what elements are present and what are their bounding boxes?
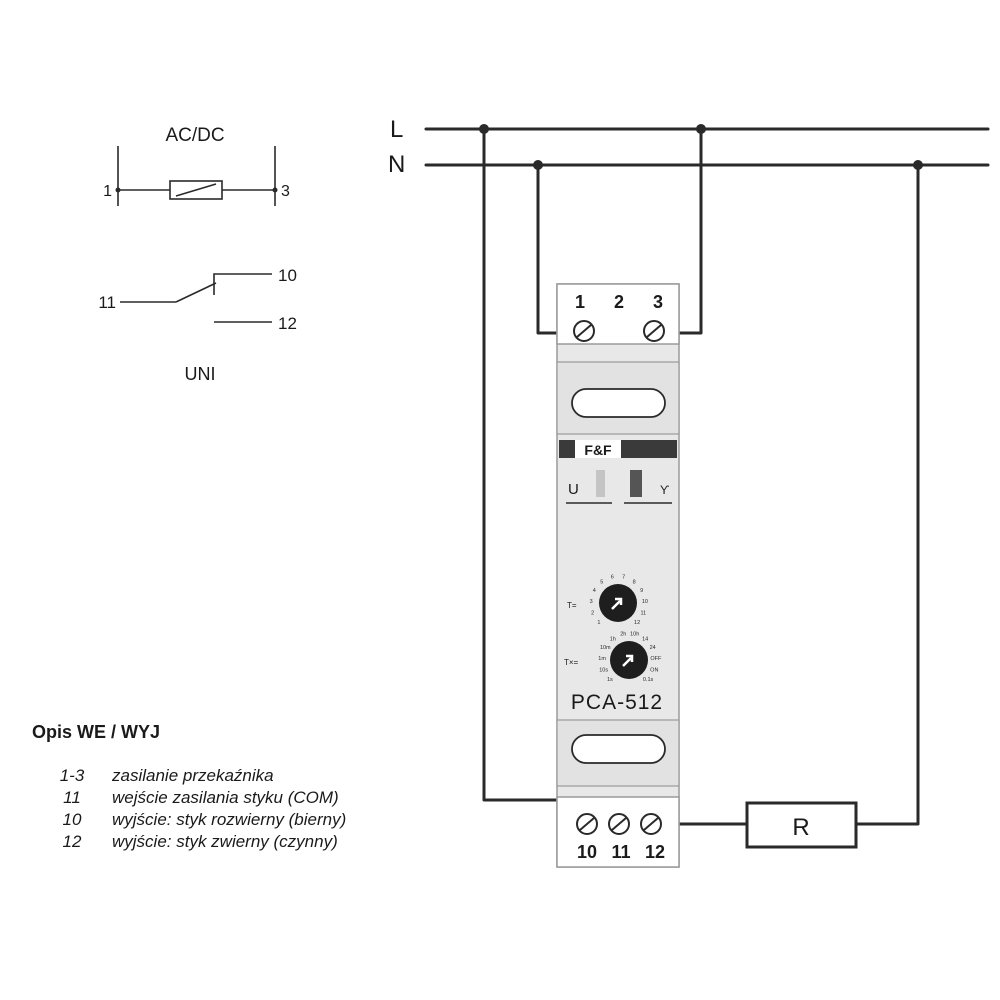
load-label: R (792, 814, 809, 841)
screw-icon (640, 813, 662, 835)
scale-tick-label: 4 (593, 588, 596, 594)
symbol-caption: UNI (185, 364, 216, 384)
line-N-label: N (388, 151, 405, 178)
list-item: 11 wejście zasilania styku (COM) (32, 787, 346, 809)
scale-tick-label: 1s (607, 677, 613, 683)
scale-tick-label: 7 (622, 575, 625, 581)
supply-label: AC/DC (165, 125, 224, 146)
contact-com-label: 11 (98, 293, 116, 312)
screw-icon (643, 320, 665, 342)
bottom-terminal-11: 11 (611, 842, 630, 862)
scale-tick-label: ON (650, 667, 658, 673)
scale-tick-label: 10m (600, 645, 611, 651)
supply-lines: L N (388, 116, 990, 178)
led-u-label: U (568, 481, 579, 498)
coil-terminal-3: 3 (281, 183, 290, 200)
io-description: Opis WE / WYJ 1-3 zasilanie przekaźnika … (32, 722, 346, 853)
io-text: wyjście: styk zwierny (czynny) (112, 832, 338, 851)
screw-icon (573, 320, 595, 342)
scale-tick-label: 2 (591, 610, 594, 616)
led-u (596, 470, 605, 497)
knob1-label: T= (567, 601, 577, 610)
scale-tick-label: 1h (610, 636, 616, 642)
scale-tick-label: 6 (611, 575, 614, 581)
line-L-label: L (390, 116, 403, 143)
brand-logo: F&F (584, 442, 612, 458)
description-title: Opis WE / WYJ (32, 722, 161, 742)
coil-terminal-1: 1 (103, 183, 112, 200)
junction-dot (479, 124, 489, 134)
wires (479, 124, 923, 826)
scale-tick-label: 1 (597, 620, 600, 626)
knob-arrow-icon (622, 654, 634, 667)
io-code: 11 (63, 788, 81, 807)
scale-tick-label: 1m (598, 656, 606, 662)
scale-tick-label: 9 (640, 588, 643, 594)
scale-tick-label: 0.1s (643, 677, 654, 683)
top-terminal-3: 3 (653, 292, 663, 312)
io-code: 10 (62, 810, 82, 829)
io-code: 12 (62, 832, 82, 851)
model-label: PCA-512 (571, 691, 663, 714)
io-code: 1-3 (59, 766, 85, 785)
contact-nc-label: 10 (278, 266, 297, 285)
contact-nc-line (213, 273, 272, 295)
list-item: 10 wyjście: styk rozwierny (bierny) (32, 809, 347, 831)
scale-tick-label: 3 (590, 599, 593, 605)
scale-tick-label: 12 (634, 620, 640, 626)
bottom-terminal-10: 10 (577, 842, 597, 862)
label-slot (571, 734, 666, 764)
scale-tick-label: OFF (650, 656, 662, 662)
contact-no-label: 12 (278, 314, 297, 333)
screw-icon (608, 813, 630, 835)
scale-tick-label: 5 (600, 579, 603, 585)
io-text: zasilanie przekaźnika (112, 766, 274, 785)
led-output (630, 470, 642, 497)
knob-arrow-icon (611, 597, 623, 610)
junction-dot (913, 160, 923, 170)
scale-tick-label: 24 (650, 645, 656, 651)
scale-tick-label: 10h (630, 632, 639, 638)
contact-blade (175, 282, 217, 303)
label-slot (571, 388, 666, 418)
io-text: wyjście: styk rozwierny (bierny) (112, 810, 347, 829)
load-resistor: R (745, 801, 858, 849)
top-terminal-2: 2 (614, 292, 624, 312)
relay-icon: ϒ (660, 483, 670, 497)
scale-tick-label: 14 (642, 636, 648, 642)
scale-tick-label: 10 (642, 599, 648, 605)
scale-tick-label: 2h (620, 632, 626, 638)
screw-icon (576, 813, 598, 835)
knob2-label: T×= (564, 658, 579, 667)
list-item: 1-3 zasilanie przekaźnika (32, 765, 346, 787)
top-terminal-1: 1 (575, 292, 585, 312)
relay-symbol: AC/DC 1 3 11 10 12 UNI (98, 125, 297, 384)
junction-dot (696, 124, 706, 134)
junction-dot (533, 160, 543, 170)
scale-tick-label: 10s (599, 667, 608, 673)
list-item: 12 wyjście: styk zwierny (czynny) (32, 831, 346, 853)
bottom-terminal-12: 12 (645, 842, 665, 862)
io-text: wejście zasilania styku (COM) (112, 788, 339, 807)
scale-tick-label: 8 (633, 579, 636, 585)
scale-tick-label: 11 (640, 610, 646, 616)
